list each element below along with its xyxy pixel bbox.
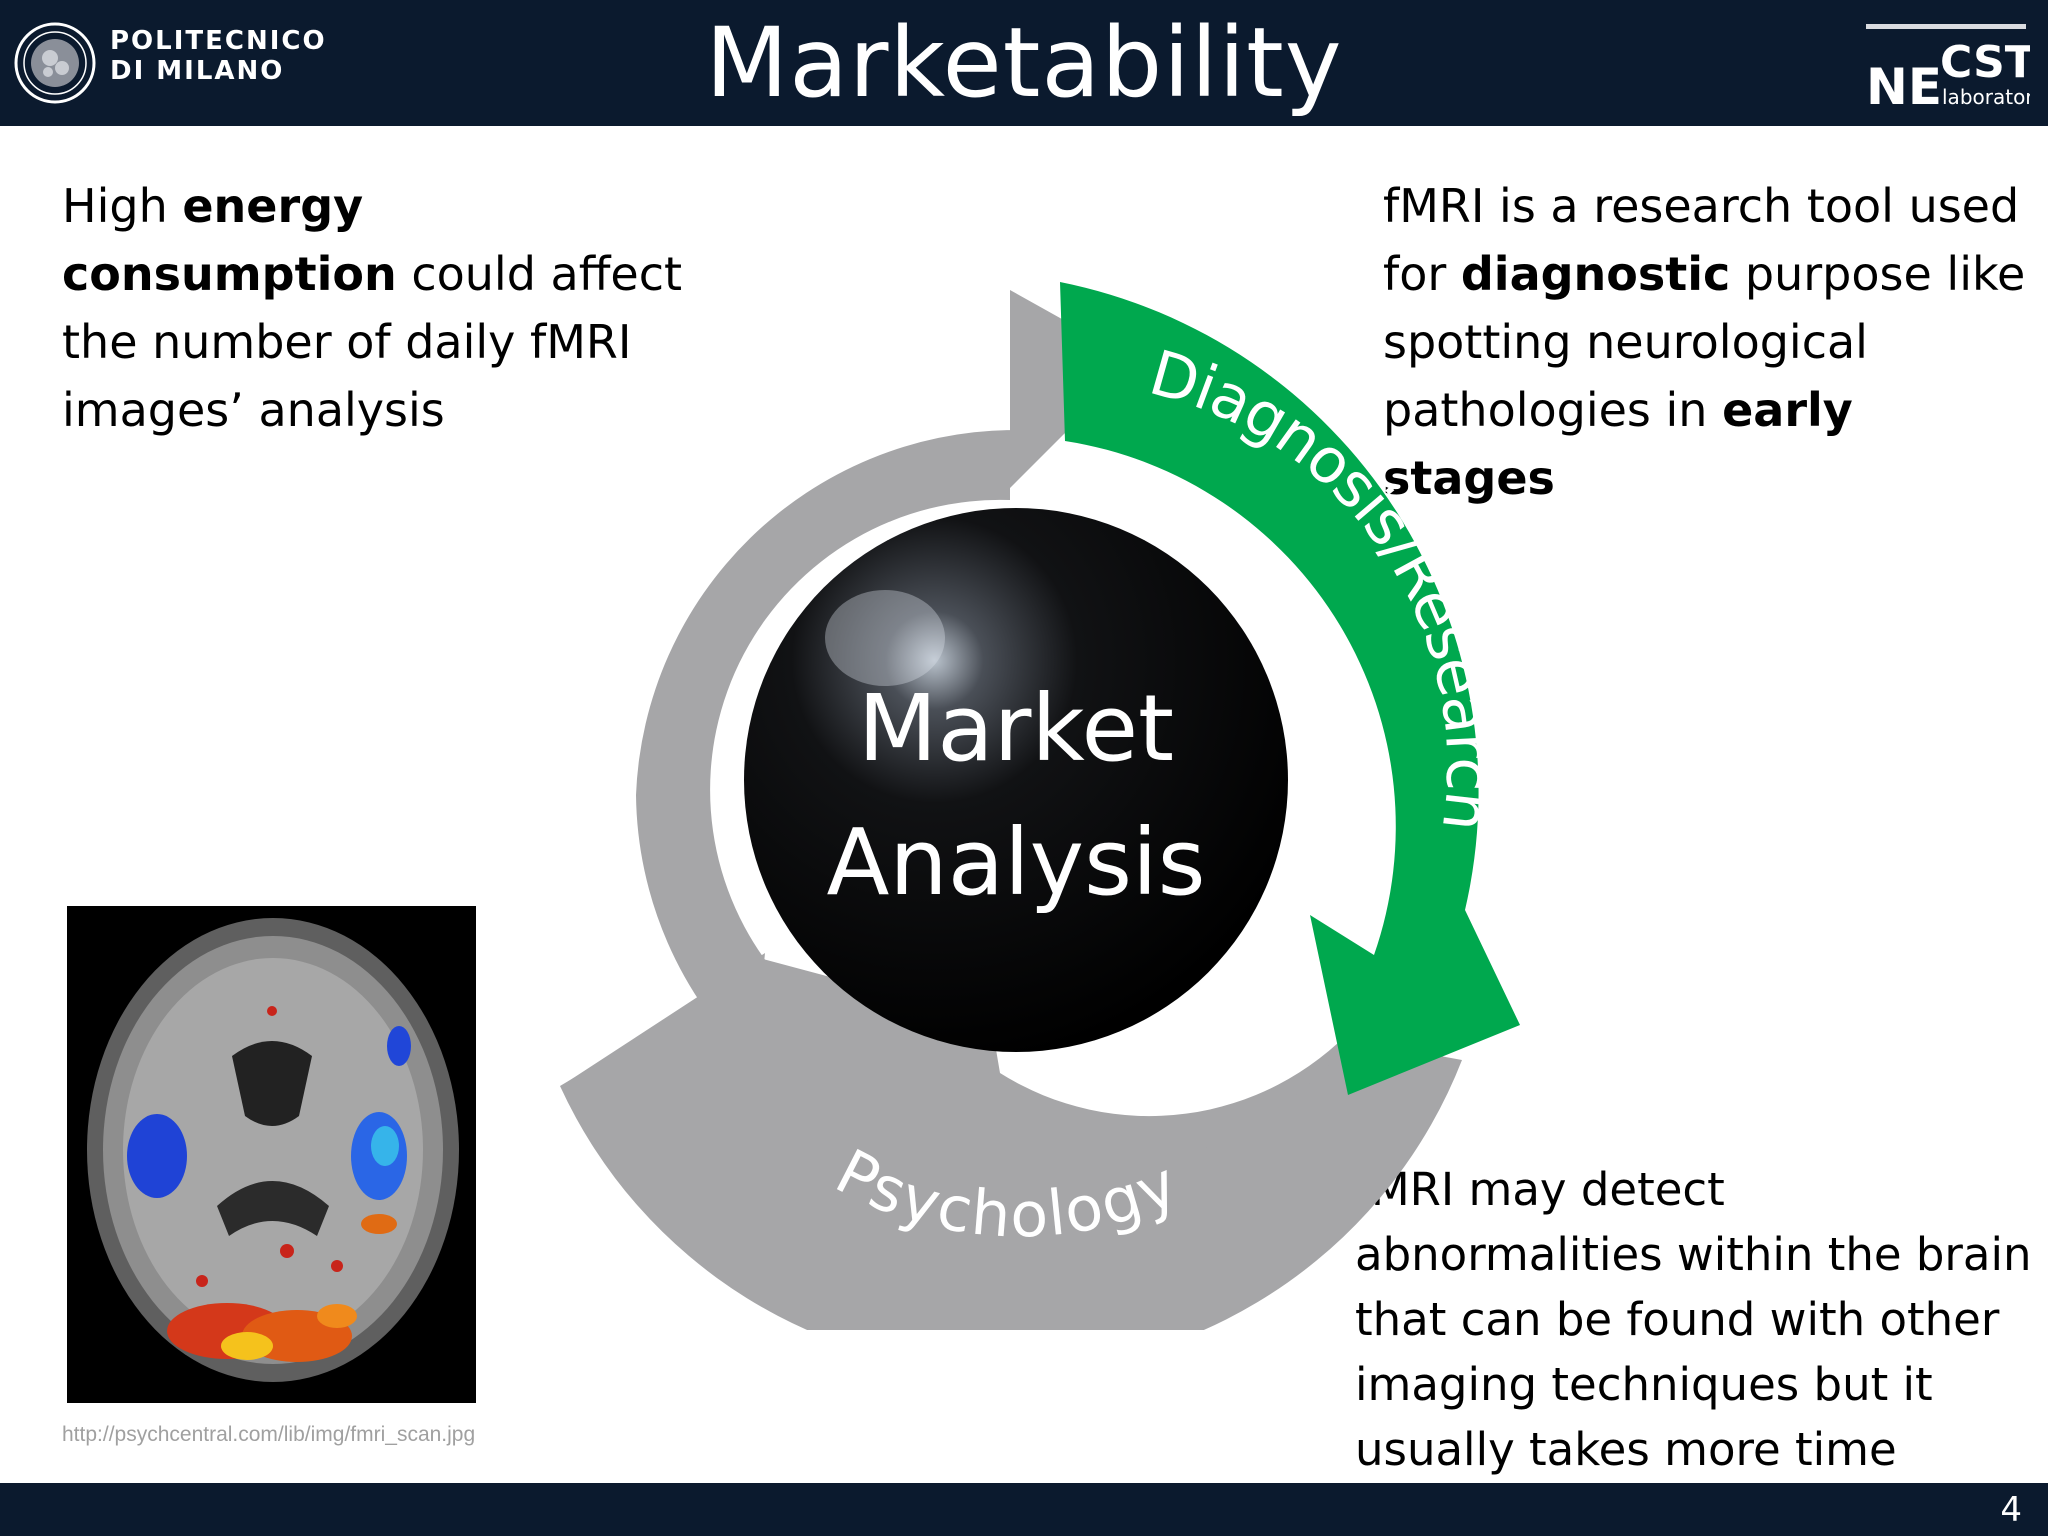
gray-cycle-arrow <box>561 290 1409 1251</box>
note-bold-text: early stages <box>1383 383 1853 505</box>
svg-text:NE: NE <box>1866 58 1942 110</box>
note-bold-text: diagnostic <box>1460 247 1731 301</box>
fmri-brain-illustration <box>87 918 459 1382</box>
energy-consumption-note: High energy consumption could affect the… <box>62 172 702 444</box>
svg-text:laboratory: laboratory <box>1942 85 2030 109</box>
market-cycle-diagram: Market Analysis Neuromarketing Diagnosis… <box>560 282 1520 1330</box>
politecnico-seal-logo <box>14 22 96 104</box>
market-analysis-sphere <box>744 508 1288 1052</box>
center-label-line1: Market <box>858 675 1174 782</box>
svg-text:CST: CST <box>1940 37 2030 88</box>
center-label-line2: Analysis <box>826 809 1205 916</box>
footer-bar <box>0 1483 2048 1536</box>
gray-lower-band <box>560 985 1462 1330</box>
note-text: High <box>62 179 183 233</box>
abnormalities-note: fMRI may detect abnormalities within the… <box>1355 1163 2032 1476</box>
university-name: POLITECNICO DI MILANO <box>110 26 327 86</box>
note-bold-text: energy consumption <box>62 179 397 301</box>
necst-lab-logo: NE CST laboratory <box>1864 24 2030 110</box>
page-title: Marketability <box>705 7 1343 119</box>
green-diagnosis-arrow <box>1060 282 1520 1095</box>
university-name-line2: DI MILANO <box>110 56 285 86</box>
note-text: purpose like spotting neurological patho… <box>1383 247 2026 437</box>
university-name-line1: POLITECNICO <box>110 26 327 56</box>
diagnostic-purpose-note: fMRI is a research tool used for diagnos… <box>1383 172 2033 512</box>
sphere-highlight <box>825 590 945 686</box>
fmri-scan-image <box>67 906 476 1403</box>
page-number: 4 <box>2000 1490 2022 1530</box>
note-text: could affect the number of daily fMRI im… <box>62 247 683 437</box>
header-bar <box>0 0 2048 126</box>
image-source-caption: http://psychcentral.com/lib/img/fmri_sca… <box>62 1423 476 1446</box>
note-text: fMRI is a research tool used for <box>1383 179 2020 301</box>
